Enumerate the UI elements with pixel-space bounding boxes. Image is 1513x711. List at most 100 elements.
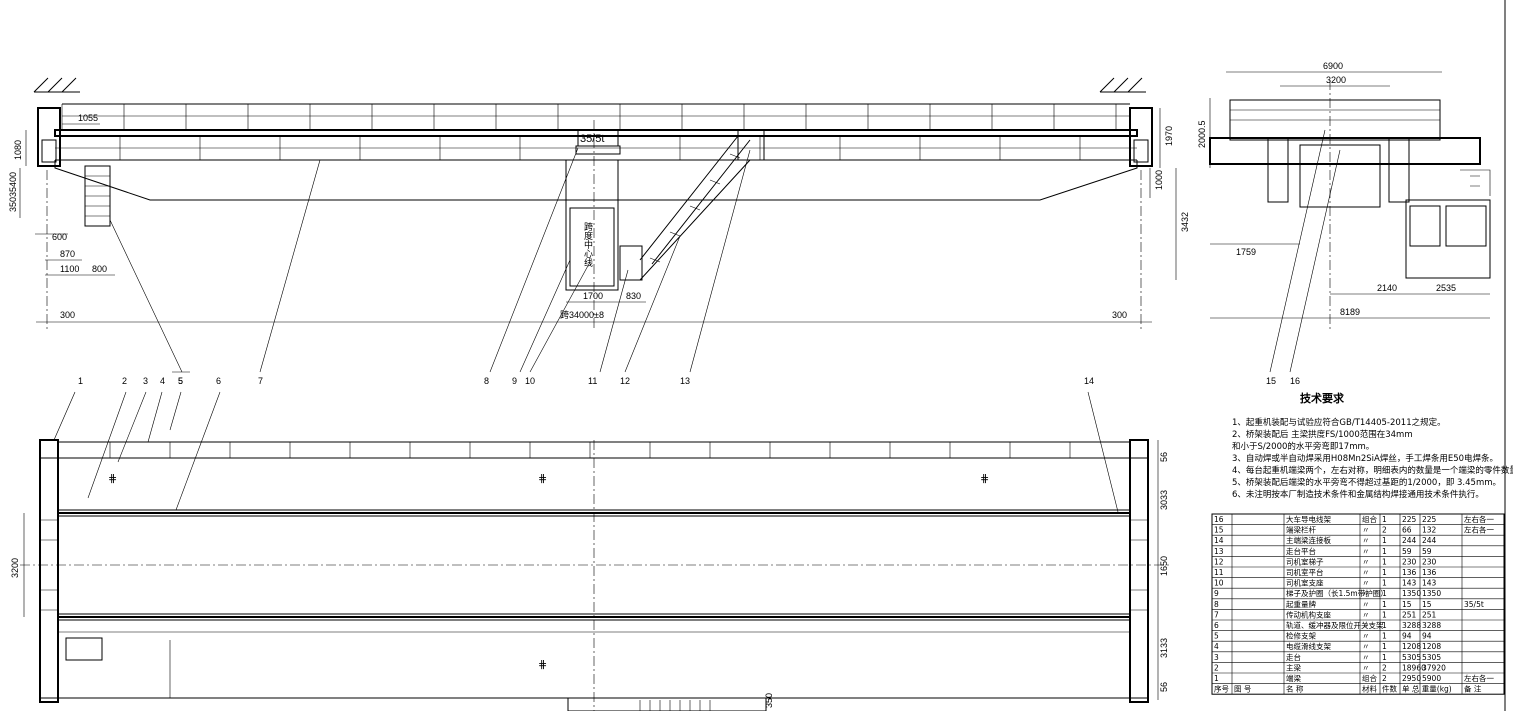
bom-cell-w2: 225 (1422, 515, 1437, 524)
callout-11: 11 (588, 376, 597, 386)
bom-cell-mat: 组合 (1362, 673, 1378, 683)
plan-view: ⋕ ⋕ ⋕ ⋕ 56 3033 1650 3133 56 3200 350 1 … (10, 376, 1170, 711)
callout-6: 6 (216, 376, 221, 386)
svg-text:⋕: ⋕ (538, 473, 547, 485)
bom-cell-name: 传动机构支座 (1286, 609, 1331, 619)
bom-cell-name: 走台 (1286, 652, 1301, 662)
bom-cell-w2: 1208 (1422, 642, 1441, 651)
bom-cell-qty: 1 (1382, 568, 1387, 577)
callout-7: 7 (258, 376, 263, 386)
bom-cell-no: 2 (1214, 663, 1219, 672)
bom-cell-qty: 2 (1382, 663, 1387, 672)
bom-cell-w2: 143 (1422, 579, 1437, 588)
dim-2140: 2140 (1377, 283, 1397, 293)
bom-cell-w1: 1208 (1402, 642, 1421, 651)
svg-text:⋕: ⋕ (980, 473, 989, 485)
tech-req-line-6: 5、桥架装配后端梁的水平旁弯不得超过基距的1/2000，即 3.45mm。 (1232, 477, 1501, 488)
bom-cell-w1: 244 (1402, 536, 1417, 545)
bom-cell-mat: 〃 (1362, 653, 1370, 662)
bom-cell-w2: 230 (1422, 557, 1437, 566)
dim-300-left: 300 (60, 310, 75, 320)
dim-2535: 2535 (1436, 283, 1456, 293)
bom-cell-qty: 1 (1382, 653, 1387, 662)
side-dimensions: 1055 1080 35035400 600 870 1100 800 300 … (8, 108, 1190, 323)
callout-4: 4 (160, 376, 165, 386)
tech-req-line-2: 2、桥架装配后 主梁拱度FS/1000范围在34mm (1232, 429, 1413, 440)
bom-cell-qty: 1 (1382, 632, 1387, 641)
bom-cell-mat: 〃 (1362, 579, 1370, 588)
bom-header-mat: 材料 (1362, 684, 1378, 694)
bom-cell-name: 电缆滑线支架 (1286, 641, 1331, 651)
callout-15: 15 (1266, 376, 1276, 386)
bom-cell-mat: 〃 (1362, 568, 1370, 577)
bom-cell-qty: 1 (1382, 579, 1387, 588)
bom-cell-mat: 〃 (1362, 557, 1370, 566)
operator-cab: 跨度中心线 (565, 159, 643, 291)
callout-10: 10 (525, 376, 535, 386)
dim-600: 600 (52, 232, 67, 242)
dim-1080: 1080 (13, 140, 23, 160)
bom-cell-name: 检修支架 (1286, 631, 1316, 641)
tech-req-line-3: 和小于S/2000的水平旁弯即17mm。 (1232, 441, 1374, 452)
svg-text:⋕: ⋕ (108, 473, 117, 485)
bom-cell-w2: 136 (1422, 568, 1437, 577)
callout-12: 12 (620, 376, 630, 386)
capacity-label: 35/5t (580, 133, 604, 145)
bom-cell-name: 起重量牌 (1286, 599, 1316, 609)
handrail-posts (61, 104, 1117, 130)
bom-cell-qty: 1 (1382, 515, 1387, 524)
bom-cell-mat: 组合 (1362, 514, 1378, 524)
dim-56-bottom: 56 (1159, 682, 1169, 692)
bom-header-w: 单 总 重量(kg) (1402, 684, 1452, 694)
dim-56-top: 56 (1159, 452, 1169, 462)
bom-cell-mat: 〃 (1362, 547, 1370, 556)
dim-350-400: 35035400 (8, 172, 18, 212)
bom-cell-w2: 132 (1422, 526, 1437, 535)
dim-1759: 1759 (1236, 247, 1256, 257)
bom-cell-w1: 3288 (1402, 621, 1421, 630)
dim-span: 跨34000±8 (560, 310, 604, 320)
bom-cell-w1: 230 (1402, 557, 1417, 566)
bom-cell-qty: 1 (1382, 557, 1387, 566)
bom-cell-no: 1 (1214, 674, 1219, 683)
side-elevation-view: 跨度中心线 35/5t 1055 1080 35035400 600 870 (8, 77, 1190, 386)
bom-cell-w2: 5305 (1422, 653, 1441, 662)
bom-cell-mat: 〃 (1362, 526, 1370, 535)
dim-3200-plan: 3200 (10, 558, 20, 578)
dim-1970: 1970 (1164, 126, 1174, 146)
end-view: 6900 3200 2000.5 1759 2140 2535 8189 15 … (1197, 61, 1491, 386)
dim-6900: 6900 (1323, 61, 1343, 71)
callout-9: 9 (512, 376, 517, 386)
bom-cell-qty: 1 (1382, 600, 1387, 609)
bom-cell-name: 端梁栏杆 (1286, 525, 1316, 535)
bom-cell-qty: 1 (1382, 610, 1387, 619)
dim-870: 870 (60, 249, 75, 259)
dim-300-right: 300 (1112, 310, 1127, 320)
side-callouts: 5 7 8 9 10 11 12 13 (109, 147, 751, 386)
bom-cell-qty: 1 (1382, 589, 1387, 598)
bom-cell-w1: 18960 (1402, 663, 1426, 672)
bom-cell-qty: 1 (1382, 547, 1387, 556)
bom-cell-no: 10 (1214, 579, 1224, 588)
bom-header-name: 名 称 (1286, 684, 1304, 694)
svg-text:⋕: ⋕ (538, 659, 547, 671)
bom-cell-note: 左右各一 (1464, 525, 1494, 535)
bom-cell-name: 司机室支座 (1286, 578, 1324, 588)
tech-req-title: 技术要求 (1300, 391, 1345, 405)
dim-1000: 1000 (1154, 170, 1164, 190)
bom-cell-no: 3 (1214, 653, 1219, 662)
bom-cell-no: 12 (1214, 557, 1224, 566)
span-centerline-label: 跨度中心线 (583, 222, 593, 267)
bom-cell-w1: 143 (1402, 579, 1417, 588)
dim-3200: 3200 (1326, 75, 1346, 85)
bom-cell-qty: 1 (1382, 642, 1387, 651)
bom-cell-name: 走台平台 (1286, 546, 1316, 556)
bom-cell-w1: 94 (1402, 632, 1412, 641)
bom-cell-name: 大车导电线架 (1286, 514, 1331, 524)
bom-cell-name: 梯子及护圈（长1.5m带护圈） (1286, 588, 1388, 598)
dim-1055: 1055 (78, 113, 98, 123)
bom-cell-w2: 251 (1422, 610, 1437, 619)
bom-cell-name: 端梁 (1286, 673, 1302, 683)
bom-cell-w1: 251 (1402, 610, 1417, 619)
bom-cell-w2: 94 (1422, 632, 1432, 641)
